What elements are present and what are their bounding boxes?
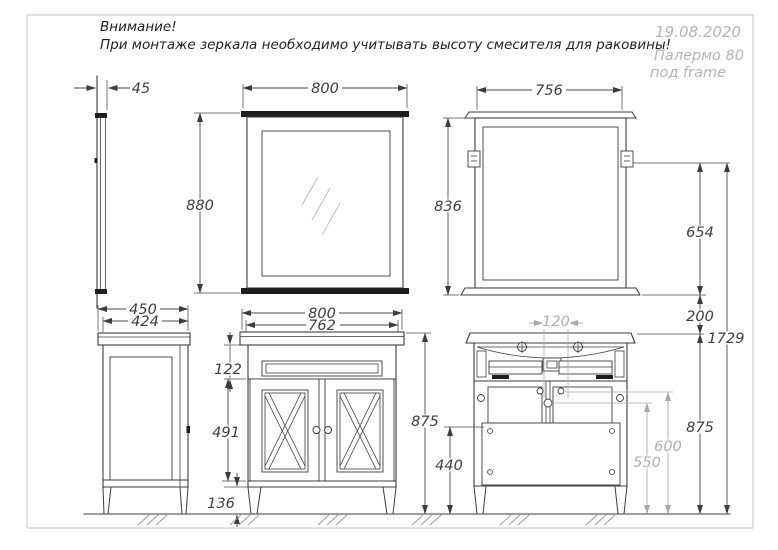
mirror-back-view: 756 836 (431, 83, 641, 296)
mirror-reflection-marks (301, 176, 341, 236)
dim-mirror-back-height: 836 (434, 199, 462, 215)
dim-cabinet-height-back: 875 (686, 420, 714, 436)
warning-title: Внимание! (100, 19, 177, 35)
mirror-front-view: 800 880 (183, 81, 409, 294)
dim-cabinet-inner-width: 762 (308, 318, 336, 334)
dim-mirror-depth: 45 (132, 81, 150, 97)
product-variant: под frame (650, 65, 726, 81)
dim-mirror-to-cabinet: 200 (686, 309, 714, 325)
dim-drain-spacing: 120 (542, 314, 570, 330)
mirror-hanger-brackets (467, 150, 634, 168)
cabinet-front-view: 800 762 (207, 306, 442, 527)
left-door (249, 378, 320, 482)
dim-fix-height-550: 550 (633, 455, 661, 471)
drawing-date: 19.08.2020 (655, 23, 741, 41)
dim-cabinet-width: 800 (308, 306, 336, 322)
dim-mirror-height: 880 (186, 198, 214, 214)
back-panel (481, 422, 621, 486)
cabinet-side-view: 450 424 (97, 302, 191, 515)
product-name: Палермо 80 (654, 48, 744, 64)
dim-cabinet-inner-depth: 424 (131, 314, 159, 330)
dim-cabinet-depth: 450 (129, 302, 157, 318)
dim-apron-height: 122 (214, 362, 242, 378)
dim-cabinet-height-front: 875 (411, 414, 439, 430)
side-door-handle (186, 426, 190, 433)
dim-fix-height-600: 600 (654, 439, 682, 455)
right-door-knob (324, 426, 332, 434)
dim-door-height: 491 (212, 425, 240, 441)
title-block: 19.08.2020 Палермо 80 под frame (650, 23, 744, 81)
warning-text: При монтаже зеркала необходимо учитывать… (100, 37, 671, 53)
floor-hatching (137, 514, 616, 526)
drawer-slides (476, 350, 625, 379)
sink-basin (476, 341, 625, 372)
cabinet-back-view: 120 440 550 600 875 (432, 314, 717, 515)
left-hinge (477, 394, 485, 402)
right-height-dimensions: 654 200 1729 (633, 162, 749, 515)
right-hinge (616, 394, 624, 402)
mirror-side-view: 45 (74, 75, 150, 309)
right-door (324, 378, 395, 482)
warning-note: Внимание! При монтаже зеркала необходимо… (100, 19, 671, 53)
left-door-knob (312, 426, 321, 434)
dim-mirror-width: 800 (311, 81, 339, 97)
ground-line (83, 513, 731, 526)
dim-bracket-to-mirror-bottom: 654 (686, 225, 714, 241)
dim-back-panel-height: 440 (435, 458, 463, 474)
drawing-border (26, 14, 754, 529)
dim-mirror-back-width: 756 (535, 83, 563, 99)
dim-leg-height: 136 (207, 496, 235, 512)
dim-total-height: 1729 (708, 331, 745, 347)
